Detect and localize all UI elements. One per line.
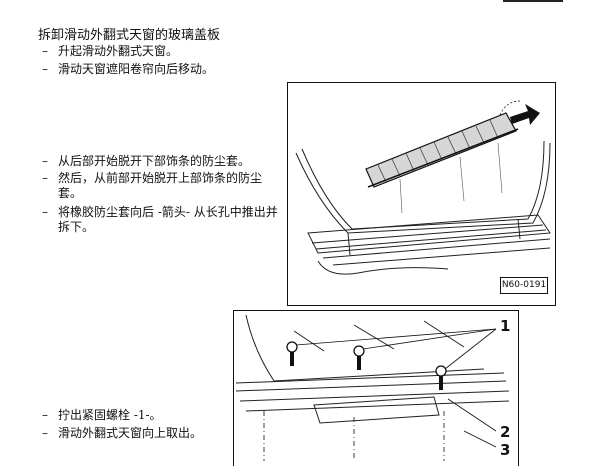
- bolt-icon: [286, 341, 298, 366]
- step-item: – 从后部开始脱开下部饰条的防尘套。: [42, 154, 282, 169]
- figure-bolt-removal: 1 2 3: [233, 310, 519, 466]
- step-item: – 滑动外翻式天窗向上取出。: [42, 426, 202, 441]
- step-text: 滑动外翻式天窗向上取出。: [58, 426, 203, 440]
- step-text: 从后部开始脱开下部饰条的防尘套。: [58, 154, 251, 168]
- callout-label: 1: [500, 317, 511, 335]
- bullet-dash: –: [42, 205, 48, 219]
- bolt-icon: [353, 345, 365, 370]
- step-text: 拧出紧固螺栓 -1-。: [58, 408, 162, 422]
- step-item: – 滑动天窗遮阳卷帘向后移动。: [42, 62, 214, 77]
- step-item: – 然后，从前部开始脱开上部饰条的防尘套。: [42, 171, 282, 201]
- bullet-dash: –: [42, 171, 48, 185]
- step-item: – 将橡胶防尘套向后 -箭头- 从长孔中推出并拆下。: [42, 205, 282, 235]
- bullet-dash: –: [42, 44, 48, 58]
- direction-arrow-icon: [499, 100, 540, 125]
- page-title: 拆卸滑动外翻式天窗的玻璃盖板: [38, 28, 221, 43]
- step-text: 升起滑动外翻式天窗。: [58, 44, 179, 58]
- step-item: – 升起滑动外翻式天窗。: [42, 44, 178, 59]
- step-text: 将橡胶防尘套向后 -箭头- 从长孔中推出并拆下。: [58, 205, 278, 234]
- callout-label: 3: [500, 441, 511, 459]
- figure-sunroof-seal: N60-0191: [287, 82, 556, 306]
- step-text: 滑动天窗遮阳卷帘向后移动。: [58, 62, 215, 76]
- bolt-removal-illustration: [235, 314, 510, 461]
- bullet-dash: –: [42, 154, 48, 168]
- bolt-icon: [435, 365, 447, 390]
- bullet-dash: –: [42, 408, 48, 422]
- callout-label: 2: [500, 423, 511, 441]
- header-rule: [503, 0, 563, 2]
- bullet-dash: –: [42, 62, 48, 76]
- seal-strip: [365, 112, 519, 188]
- step-text: 然后，从前部开始脱开上部饰条的防尘套。: [58, 171, 263, 200]
- sunroof-seal-illustration: [295, 100, 551, 275]
- bullet-dash: –: [42, 426, 48, 440]
- figure-code-label: N60-0191: [500, 277, 548, 294]
- step-item: – 拧出紧固螺栓 -1-。: [42, 408, 162, 423]
